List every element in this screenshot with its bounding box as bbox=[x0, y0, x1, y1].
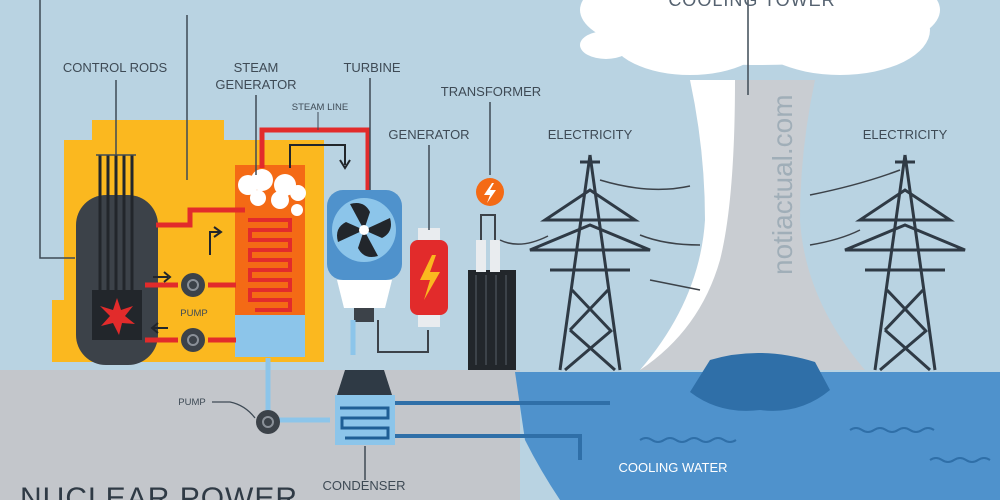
pump-upper bbox=[181, 273, 205, 297]
condenser-label: CONDENSER bbox=[322, 478, 405, 493]
electricity-label-left: ELECTRICITY bbox=[548, 127, 633, 142]
flow-arrow-icon bbox=[289, 144, 346, 168]
water-ripples bbox=[639, 427, 991, 463]
power-lines bbox=[499, 169, 901, 291]
reactor-core-icon bbox=[100, 298, 135, 335]
cooling-tower-highlight bbox=[640, 80, 735, 370]
cooling-water-label: COOLING WATER bbox=[618, 460, 727, 475]
primary-hot-pipe bbox=[156, 207, 245, 228]
drive-shaft bbox=[377, 320, 429, 353]
steam-line-pipe bbox=[259, 127, 371, 190]
electricity-pylon-right bbox=[844, 154, 966, 372]
pump-label-lower: PUMP bbox=[178, 397, 205, 408]
watermark: notiactual.com bbox=[767, 94, 798, 275]
pump-label-upper: PUMP bbox=[180, 308, 207, 319]
pump-bottom bbox=[256, 410, 280, 434]
generator-label: GENERATOR bbox=[388, 127, 469, 142]
transformer bbox=[468, 178, 516, 370]
control-rods-label: CONTROL RODS bbox=[63, 60, 168, 75]
cooling-water-pipes bbox=[395, 401, 610, 460]
flow-arrow-icon bbox=[153, 271, 172, 283]
electricity-pylon-left bbox=[529, 154, 651, 372]
generator bbox=[410, 228, 448, 327]
condenser bbox=[335, 370, 395, 445]
page-title: NUCLEAR POWER bbox=[20, 482, 298, 500]
leader-line bbox=[39, 0, 75, 259]
cooling-water-body bbox=[515, 372, 1000, 500]
electricity-label-right: ELECTRICITY bbox=[863, 127, 948, 142]
tower-water-outflow bbox=[690, 352, 830, 411]
flow-arrow-icon bbox=[339, 159, 351, 170]
control-rods-leader bbox=[96, 80, 136, 156]
cooling-tower-label: COOLING TOWER bbox=[668, 0, 835, 10]
turbine bbox=[327, 190, 402, 322]
flow-arrow-icon bbox=[209, 226, 223, 255]
steam-generator bbox=[235, 165, 306, 357]
control-rods bbox=[98, 155, 134, 290]
transformer-label: TRANSFORMER bbox=[441, 84, 541, 99]
steam-generator-label-line1: STEAM bbox=[234, 60, 279, 75]
turbine-label: TURBINE bbox=[343, 60, 400, 75]
lightning-bolt-icon bbox=[420, 255, 440, 300]
pump-lower bbox=[181, 328, 205, 352]
pump-leader bbox=[212, 401, 256, 419]
steam-generator-label-line2: GENERATOR bbox=[215, 77, 296, 92]
steam-cloud bbox=[580, 0, 940, 75]
steam-line-label: STEAM LINE bbox=[292, 102, 349, 113]
flow-arrow-icon bbox=[150, 322, 168, 334]
